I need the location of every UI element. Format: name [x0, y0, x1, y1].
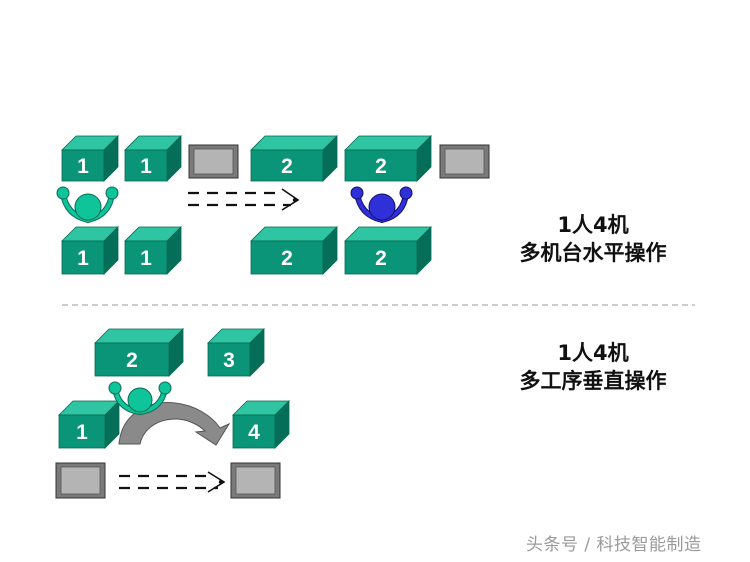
machine-block: 3: [207, 328, 265, 377]
station-icon: [55, 462, 106, 499]
machine-block: 1: [58, 400, 120, 449]
machine-block: 2: [250, 135, 338, 182]
vertical-layout-caption: 1人4机 多工序垂直操作: [498, 339, 688, 395]
machine-label: 2: [375, 247, 387, 270]
machine-label: 2: [375, 155, 387, 178]
machine-block: 1: [61, 226, 119, 275]
caption-title: 1人4机: [557, 341, 629, 365]
machine-label: 1: [140, 155, 152, 178]
machine-label: 2: [126, 349, 138, 372]
horizontal-layout: 1 1 2 2 1 1 2 2: [56, 135, 490, 275]
machine-block: 1: [124, 135, 182, 182]
operator-green-icon: [56, 186, 119, 224]
machine-block: 2: [94, 328, 184, 377]
station-icon: [188, 144, 239, 179]
machine-block: 1: [61, 135, 119, 182]
machine-label: 2: [281, 247, 293, 270]
machine-label: 1: [140, 247, 152, 270]
machine-block: 4: [232, 400, 290, 449]
machine-label: 1: [76, 421, 88, 444]
operator-blue-icon: [350, 186, 413, 224]
caption-subtitle: 多工序垂直操作: [519, 369, 667, 393]
dashed-flow-arrow-icon: [119, 471, 226, 493]
caption-title: 1人4机: [557, 213, 629, 237]
caption-subtitle: 多机台水平操作: [519, 241, 667, 265]
machine-label: 4: [248, 421, 260, 444]
machine-label: 2: [281, 155, 293, 178]
machine-block: 2: [250, 226, 338, 275]
machine-label: 1: [77, 247, 89, 270]
machine-block: 1: [124, 226, 182, 275]
station-icon: [439, 144, 490, 179]
operator-green-icon: [108, 381, 172, 416]
machine-block: 2: [344, 135, 432, 182]
vertical-layout: 2 3 1 4: [55, 328, 290, 499]
machine-label: 3: [223, 349, 235, 372]
machine-label: 1: [77, 155, 89, 178]
watermark: 头条号 / 科技智能制造: [526, 535, 702, 555]
machine-block: 2: [344, 226, 432, 275]
horizontal-layout-caption: 1人4机 多机台水平操作: [498, 211, 688, 267]
dashed-flow-arrow-icon: [188, 188, 300, 211]
station-icon: [230, 462, 281, 499]
